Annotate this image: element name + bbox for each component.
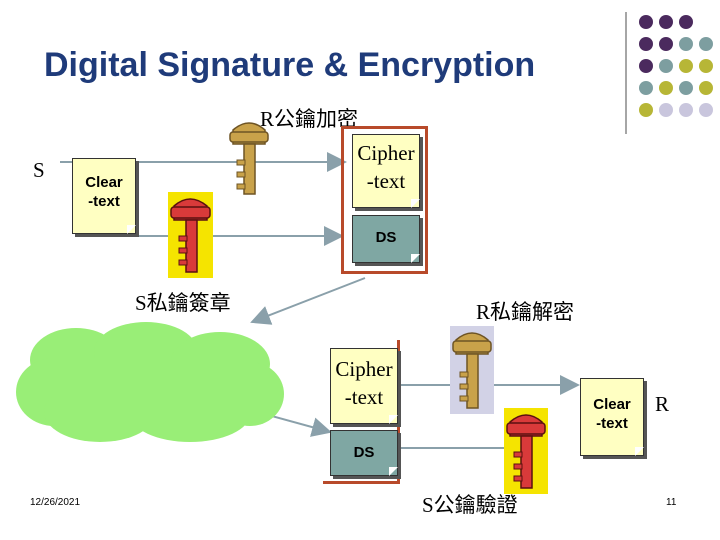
dot-row-1 [639,15,693,29]
clear-text-bottom-label: Clear -text [593,396,631,432]
arrow-to-cloud [250,277,366,325]
encrypted-package-frame-bottom [323,340,400,484]
ds-document-bottom: DS [330,430,398,476]
slide-title: Digital Signature & Encryption [44,46,536,84]
red-key-icon [170,198,211,273]
cipher-text-document-bottom: Cipher -text [330,348,398,424]
ds-bottom-label: DS [353,444,375,461]
ds-document-top: DS [352,215,420,263]
dot-row-2 [639,37,713,51]
r-private-decrypt-label: R私鑰解密 [476,300,575,324]
footer-page-number: 11 [666,497,677,508]
red-key-icon [506,414,546,489]
cloud-shape [16,322,284,442]
clear-text-top-label: Clear -text [85,174,123,210]
decorative-dot-grid [625,12,713,134]
red-key-top-panel [168,192,213,278]
cipher-text-top-label: Cipher -text [357,141,415,193]
clear-text-document-bottom: Clear -text [580,378,644,456]
dot-row-4 [639,81,713,95]
clear-text-document-top: Clear -text [72,158,136,234]
encrypted-package-frame-top [341,126,428,274]
gold-key-icon [452,332,492,409]
footer-date: 12/26/2021 [30,497,81,508]
s-private-sign-label: S私鑰簽章 [135,291,231,315]
gold-key-icon [229,122,269,195]
dot-row-5 [639,103,713,117]
dot-row-3 [639,59,713,73]
s-public-verify-label: S公鑰驗證 [422,493,518,517]
sender-label: S [33,158,45,182]
red-key-bottom-panel [504,408,548,494]
ds-top-label: DS [375,229,397,246]
receiver-label: R [655,392,670,416]
cipher-text-document-top: Cipher -text [352,134,420,208]
gold-key-bottom-panel [450,326,494,414]
cipher-text-bottom-label: Cipher -text [335,357,393,409]
